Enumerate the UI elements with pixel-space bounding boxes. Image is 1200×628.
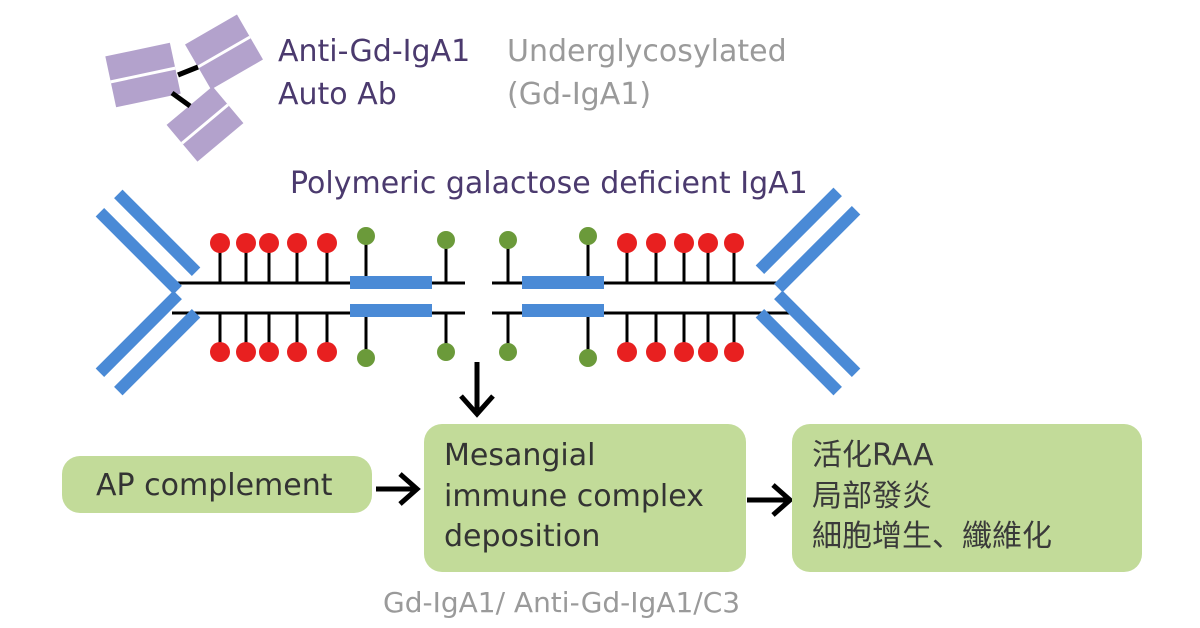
arrow-right-icon-1 [376, 472, 421, 506]
mesangial-line-1: Mesangial [444, 438, 596, 473]
right-fc-block [522, 276, 604, 317]
polymeric-iga1-icon [95, 187, 861, 396]
footer-label: Gd-IgA1/ Anti-Gd-IgA1/C3 [383, 586, 741, 619]
polymeric-title: Polymeric galactose deficient IgA1 [290, 166, 808, 201]
mesangial-line-3: deposition [444, 519, 601, 554]
left-lower-fab [95, 290, 201, 396]
outcome-box: 活化RAA 局部發炎 細胞增生、纖維化 [792, 424, 1142, 572]
underglyco-label-line2: (Gd-IgA1) [507, 77, 652, 112]
auto-ab-label-line2: Auto Ab [278, 77, 397, 112]
arrow-right-icon-2 [747, 483, 794, 517]
outcome-line-2: 局部發炎 [812, 478, 932, 514]
left-fc-block [350, 276, 432, 317]
outcome-line-1: 活化RAA [812, 438, 934, 473]
underglyco-label-line1: Underglycosylated [507, 34, 787, 69]
ap-complement-box: AP complement [62, 456, 372, 513]
auto-antibody-icon [105, 14, 263, 162]
arrow-down-icon [459, 362, 495, 418]
left-upper-fab [95, 189, 201, 295]
outcome-line-3: 細胞增生、纖維化 [812, 519, 1052, 554]
right-lower-fab [755, 290, 861, 396]
mesangial-line-2: immune complex [444, 478, 704, 514]
mesangial-box: Mesangial immune complex deposition [424, 424, 746, 572]
auto-ab-label-line1: Anti-Gd-IgA1 [278, 34, 471, 69]
ap-complement-label: AP complement [96, 468, 333, 503]
green-glycans [364, 236, 590, 358]
right-upper-fab [755, 187, 861, 293]
